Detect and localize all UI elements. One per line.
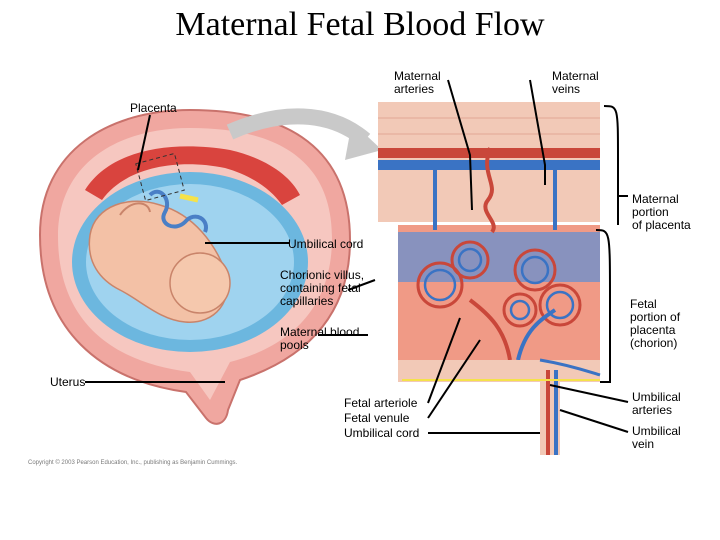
label-fetal-arteriole: Fetal arteriole — [344, 396, 418, 410]
label-fetal-portion: Fetal portion of placenta (chorion) — [630, 297, 681, 350]
copyright-notice: Copyright © 2003 Pearson Education, Inc.… — [28, 460, 238, 466]
label-umbilical-arteries: Umbilical arteries — [632, 390, 681, 417]
label-uterus: Uterus — [50, 375, 86, 389]
label-maternal-portion: Maternal portion of placenta — [632, 192, 691, 232]
leader-lines — [85, 79, 629, 434]
label-umbilical-vein: Umbilical vein — [632, 424, 681, 451]
label-maternal-veins: Maternal veins — [552, 69, 599, 96]
uterus-drawing — [38, 108, 352, 425]
label-maternal-blood-pools: Maternal blood pools — [280, 325, 360, 352]
label-umbilical-cord: Umbilical cord — [288, 237, 364, 251]
page-title: Maternal Fetal Blood Flow — [175, 6, 545, 43]
label-fetal-venule: Fetal venule — [344, 411, 410, 425]
label-chorionic-villus: Chorionic villus, containing fetal capil… — [280, 268, 365, 308]
label-placenta: Placenta — [130, 101, 177, 115]
placenta-closeup — [378, 102, 601, 455]
label-maternal-arteries: Maternal arteries — [394, 69, 441, 96]
label-umbilical-cord-bottom: Umbilical cord — [344, 426, 420, 440]
